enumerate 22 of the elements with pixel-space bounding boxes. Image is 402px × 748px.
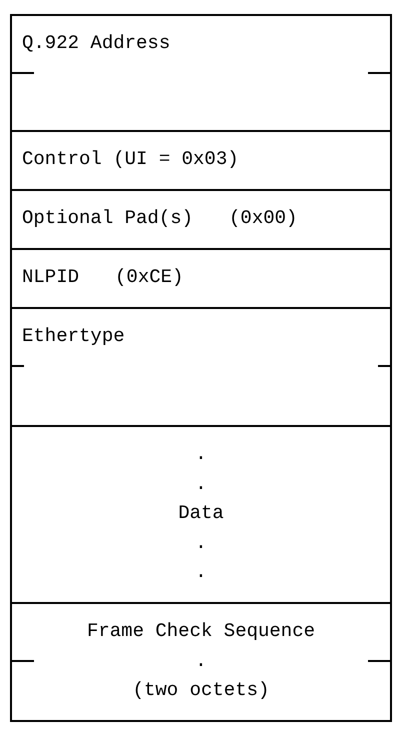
field-label: . [195, 530, 207, 556]
frame-field [10, 248, 392, 309]
frame-field [10, 14, 392, 132]
field-label: . [195, 648, 207, 674]
frame-field [10, 307, 392, 427]
field-label: Frame Check Sequence [86, 619, 316, 644]
field-label: Control (UI = 0x03) [22, 147, 239, 172]
field-label: (two octets) [132, 678, 270, 703]
field-label: Optional Pad(s) [22, 206, 194, 231]
field-label: Ethertype [22, 324, 125, 349]
field-label: Q.922 Address [22, 31, 170, 56]
frame-field [10, 425, 392, 604]
frame-field [10, 130, 392, 191]
field-label: Data [178, 501, 224, 526]
frame-field [10, 189, 392, 250]
field-label: (0x00) [229, 206, 298, 231]
frame-field [10, 602, 392, 722]
field-label: NLPID [22, 265, 80, 290]
field-label: . [195, 560, 207, 585]
field-label: (0xCE) [115, 265, 184, 290]
field-label: . [195, 442, 207, 467]
field-label: . [195, 472, 207, 496]
